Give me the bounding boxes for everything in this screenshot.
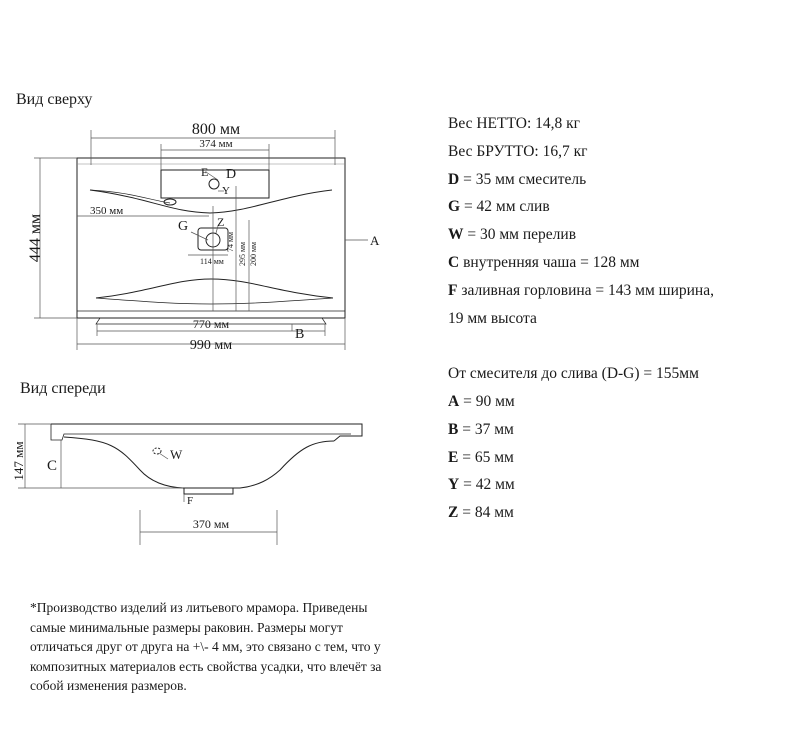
dim-990: 990 мм (190, 338, 232, 353)
spec-line: W = 30 мм перелив (448, 226, 577, 244)
spec-line: C внутренняя чаша = 128 мм (448, 253, 640, 271)
label-a: A (370, 233, 380, 248)
label-c: C (47, 458, 57, 474)
specifications-panel: Вес НЕТТО: 14,8 кг Вес БРУТТО: 16,7 кг D… (448, 110, 793, 527)
production-note: *Производство изделий из литьевого мрамо… (30, 598, 450, 696)
drain-neck (183, 487, 234, 495)
note-line: собой изменения размеров. (30, 678, 187, 693)
label-y: Y (222, 185, 230, 197)
note-line: композитных материалов есть свойства уса… (30, 658, 382, 674)
mixer-hole (208, 178, 220, 190)
label-f: F (187, 495, 193, 507)
dim-374: 374 мм (199, 138, 232, 150)
countertop-edge (51, 423, 363, 442)
label-z: Z (217, 215, 224, 229)
overflow-hole (163, 198, 177, 206)
spec-line: B = 37 мм (448, 420, 514, 438)
dim-370: 370 мм (193, 517, 230, 531)
spec-line: Вес НЕТТО: 14,8 кг (448, 115, 581, 132)
label-w: W (170, 447, 183, 462)
overflow-hole-front (152, 447, 162, 455)
label-e: E (201, 165, 208, 179)
spec-line: D = 35 мм смеситель (448, 170, 587, 188)
dim-200: 200 мм (249, 242, 258, 266)
dim-295: 295 мм (238, 242, 247, 266)
spec-line: Y = 42 мм (448, 476, 515, 494)
bowl-profile (63, 436, 335, 489)
spec-line: От смесителя до слива (D-G) = 155мм (448, 365, 699, 383)
spec-line: E = 65 мм (448, 448, 514, 466)
label-d: D (226, 167, 236, 182)
dim-444: 444 мм (27, 214, 44, 262)
dim-114: 114 мм (200, 257, 224, 266)
spec-line: Z = 84 мм (448, 504, 514, 522)
dim-350: 350 мм (90, 205, 123, 217)
front-view-title: Вид спереди (20, 380, 106, 397)
note-line: *Производство изделий из литьевого мрамо… (30, 600, 368, 615)
dim-74: 74 мм (226, 232, 235, 252)
spec-line: F заливная горловина = 143 мм ширина, (448, 281, 714, 299)
bowl-front-edge (95, 278, 334, 299)
basin-outline (76, 157, 346, 319)
spec-line: Вес БРУТТО: 16,7 кг (448, 142, 588, 160)
dim-800: 800 мм (192, 121, 240, 138)
mixer-platform (160, 169, 270, 199)
top-view-title: Вид сверху (16, 91, 93, 108)
dim-770: 770 мм (193, 317, 230, 331)
label-b: B (295, 327, 304, 342)
note-line: самые минимальные размеры раковин. Разме… (30, 619, 343, 635)
label-g: G (178, 219, 188, 234)
dim-147: 147 мм (11, 441, 26, 480)
spec-line: A = 90 мм (448, 392, 515, 410)
top-view-drawing (76, 157, 346, 325)
spec-line: G = 42 мм слив (448, 198, 550, 216)
note-line: отличаться друг от друга на +\- 4 мм, эт… (30, 639, 381, 654)
front-view-drawing (50, 423, 363, 495)
bowl-back-edge (89, 189, 333, 214)
spec-line: 19 мм высота (448, 309, 537, 327)
